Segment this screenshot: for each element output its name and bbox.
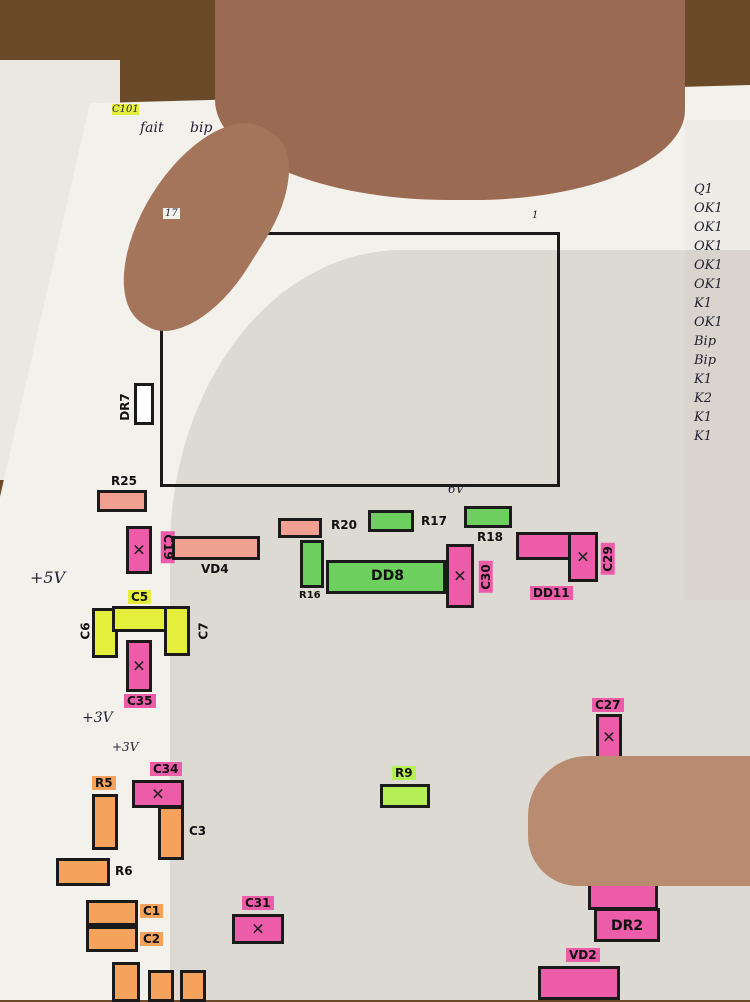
ic-outline [160, 232, 560, 487]
c7-label: C7 [196, 622, 211, 640]
c6-label: C6 [78, 622, 93, 640]
c-bottom-2 [148, 970, 174, 1002]
side-item: K1 [694, 296, 712, 311]
r17 [368, 510, 414, 532]
r16 [300, 540, 324, 588]
r20 [278, 518, 322, 538]
c35-label: C35 [124, 694, 156, 708]
r5-label: R5 [92, 776, 116, 790]
c27 [596, 714, 622, 760]
c30-label: C30 [478, 561, 493, 593]
side-item: OK1 [694, 315, 723, 330]
dr7-label: DR7 [117, 393, 132, 421]
c31-label: C31 [242, 896, 274, 910]
pin-1: 1 [530, 210, 541, 221]
r9-label: R9 [392, 766, 416, 780]
side-item: OK1 [694, 220, 723, 235]
plus3v-b: +3V [112, 740, 139, 754]
vd2 [538, 966, 620, 1000]
note-bip: bip [190, 120, 213, 136]
dd8-label: DD8 [371, 568, 404, 584]
side-item: K1 [694, 429, 712, 444]
side-item: OK1 [694, 201, 723, 216]
dr7 [134, 383, 154, 425]
side-item: K1 [694, 410, 712, 425]
dd8 [326, 560, 446, 594]
c29-label: C29 [600, 543, 615, 575]
c30 [446, 544, 474, 608]
hand-top [215, 0, 685, 200]
c-bottom-3 [180, 970, 206, 1002]
note-fait: fait [140, 120, 164, 136]
c27-label: C27 [592, 698, 624, 712]
c1 [86, 900, 138, 926]
r9 [380, 784, 430, 808]
vd4 [172, 536, 260, 560]
dd11 [516, 532, 572, 560]
side-item: K2 [694, 391, 712, 406]
vd2-label: VD2 [566, 948, 600, 962]
c34-label: C34 [150, 762, 182, 776]
top-label: C101 [112, 104, 139, 115]
c29 [568, 532, 598, 582]
side-item: OK1 [694, 239, 723, 254]
c34 [132, 780, 184, 808]
r16-label: R16 [299, 590, 321, 601]
pin-17: 17 [163, 208, 180, 219]
c1-label: C1 [140, 904, 164, 918]
side-item: OK1 [694, 277, 723, 292]
dr2 [594, 908, 660, 942]
pointing-finger-right [528, 756, 750, 886]
r25 [97, 490, 147, 512]
r6-label: R6 [115, 864, 133, 878]
vd4-label: VD4 [201, 562, 229, 576]
r25-label: R25 [111, 474, 137, 488]
c2-label: C2 [140, 932, 164, 946]
c31 [232, 914, 284, 944]
r5 [92, 794, 118, 850]
c-bottom-1 [112, 962, 140, 1002]
c19 [126, 526, 152, 574]
side-item: Bip [694, 334, 717, 349]
r20-label: R20 [331, 518, 357, 532]
r18-label: R18 [477, 530, 503, 544]
paper-right [685, 120, 750, 600]
c6 [92, 608, 118, 658]
side-item: Bip [694, 353, 717, 368]
c5 [112, 606, 168, 632]
plus3v: +3V [82, 710, 113, 726]
side-q1: Q1 [694, 182, 713, 197]
c7 [164, 606, 190, 656]
dd11-label: DD11 [530, 586, 573, 600]
side-item: K1 [694, 372, 712, 387]
side-list: Q1 OK1 OK1 OK1 OK1 OK1 K1 OK1 Bip Bip K1… [694, 180, 750, 446]
r17-label: R17 [421, 514, 447, 528]
side-item: OK1 [694, 258, 723, 273]
c2 [86, 926, 138, 952]
six-v: 6V [448, 482, 465, 496]
dr2-label: DR2 [611, 918, 644, 934]
plus5v: +5V [30, 568, 66, 587]
r6 [56, 858, 110, 886]
c3 [158, 806, 184, 860]
c35 [126, 640, 152, 692]
c5-label: C5 [128, 590, 152, 604]
c3-label: C3 [189, 824, 207, 838]
r18 [464, 506, 512, 528]
